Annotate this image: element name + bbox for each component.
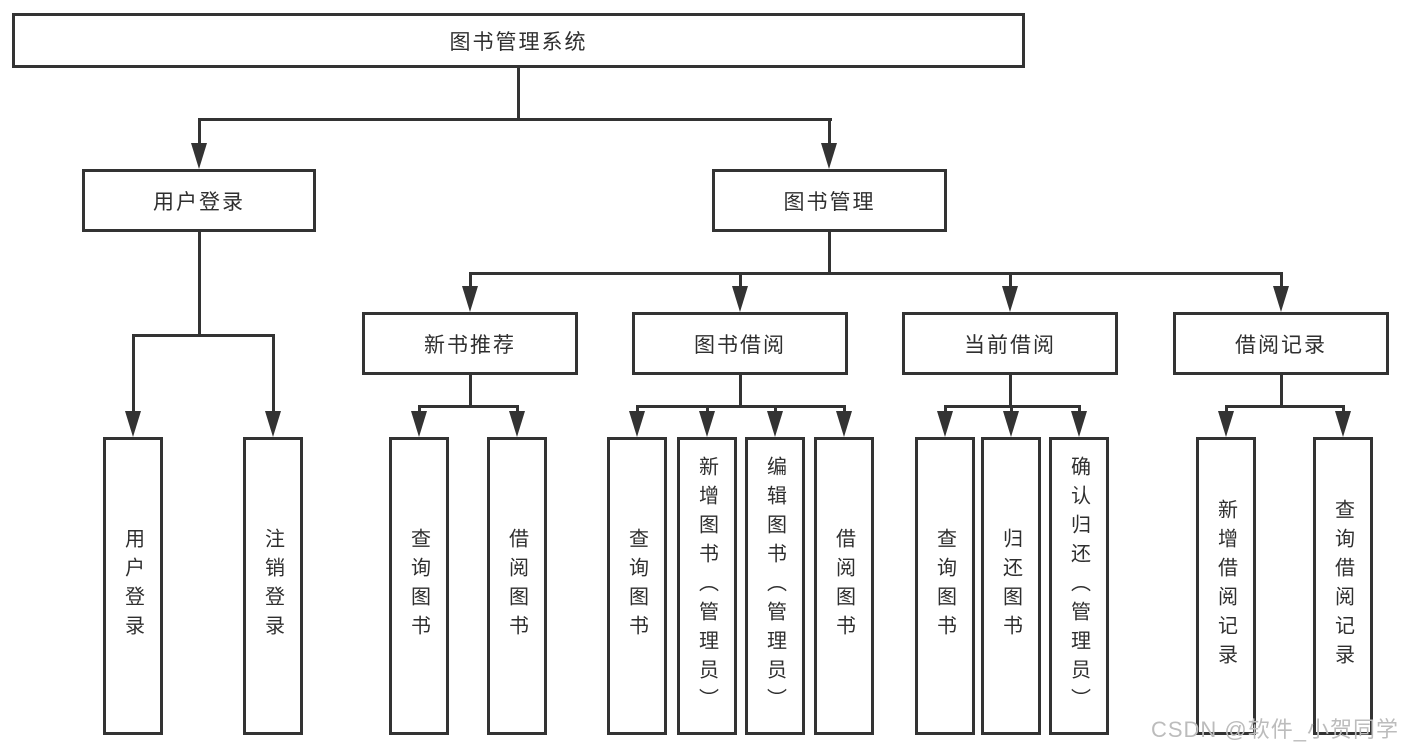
arrowhead-down-icon bbox=[699, 411, 715, 437]
node-borrow-records: 借阅记录 bbox=[1173, 312, 1389, 375]
leaf-return-book-label: 归还图书 bbox=[999, 528, 1022, 644]
node-root: 图书管理系统 bbox=[12, 13, 1025, 68]
leaf-return-book: 归还图书 bbox=[981, 437, 1041, 735]
leaf-query-borrow-record: 查询借阅记录 bbox=[1313, 437, 1373, 735]
connector-level2-rail bbox=[198, 118, 832, 121]
connector-to-new-book bbox=[469, 272, 472, 290]
connector-records-stem bbox=[1280, 375, 1283, 408]
node-borrow-records-label: 借阅记录 bbox=[1235, 333, 1327, 357]
connector-records-rail bbox=[1225, 405, 1345, 408]
connector-book-borrow-stem bbox=[739, 375, 742, 408]
node-new-book-recommend-label: 新书推荐 bbox=[424, 333, 516, 357]
node-book-mgmt-label: 图书管理 bbox=[783, 190, 876, 214]
leaf-confirm-return-admin: 确认归还（管理员） bbox=[1049, 437, 1109, 735]
node-book-mgmt: 图书管理 bbox=[712, 169, 947, 232]
connector-user-login-rail bbox=[132, 334, 275, 337]
node-book-borrow: 图书借阅 bbox=[632, 312, 848, 375]
connector-to-user-login bbox=[198, 118, 201, 148]
leaf-borrow-books-b-label: 借阅图书 bbox=[832, 528, 855, 644]
arrowhead-down-icon bbox=[1071, 411, 1087, 437]
leaf-borrow-books-b: 借阅图书 bbox=[814, 437, 874, 735]
arrowhead-down-icon bbox=[265, 411, 281, 437]
node-current-borrow: 当前借阅 bbox=[902, 312, 1118, 375]
leaf-user-login-label: 用户登录 bbox=[121, 528, 144, 644]
node-user-login: 用户登录 bbox=[82, 169, 316, 232]
leaf-query-books-c: 查询图书 bbox=[915, 437, 975, 735]
arrowhead-down-icon bbox=[1002, 286, 1018, 312]
arrowhead-down-icon bbox=[836, 411, 852, 437]
arrowhead-down-icon bbox=[1273, 286, 1289, 312]
arrowhead-down-icon bbox=[411, 411, 427, 437]
connector-to-book-mgmt bbox=[828, 118, 831, 148]
node-current-borrow-label: 当前借阅 bbox=[964, 333, 1056, 357]
connector-new-book-stem bbox=[469, 375, 472, 408]
leaf-borrow-books-a-label: 借阅图书 bbox=[505, 528, 528, 644]
connector-to-leaf-logout bbox=[272, 334, 275, 414]
leaf-query-books-b: 查询图书 bbox=[607, 437, 667, 735]
leaf-logout: 注销登录 bbox=[243, 437, 303, 735]
arrowhead-down-icon bbox=[629, 411, 645, 437]
arrowhead-down-icon bbox=[125, 411, 141, 437]
node-user-login-label: 用户登录 bbox=[153, 190, 245, 214]
connector-book-borrow-rail bbox=[636, 405, 846, 408]
connector-user-login-stem bbox=[198, 232, 201, 337]
connector-to-leaf-user-login bbox=[132, 334, 135, 414]
leaf-confirm-return-admin-label: 确认归还（管理员） bbox=[1067, 455, 1090, 717]
leaf-edit-book-admin-label: 编辑图书（管理员） bbox=[763, 455, 786, 717]
leaf-add-book-admin-label: 新增图书（管理员） bbox=[695, 455, 718, 717]
leaf-query-books-b-label: 查询图书 bbox=[625, 528, 648, 644]
leaf-query-books-a-label: 查询图书 bbox=[407, 528, 430, 644]
watermark: CSDN @软件_小贺同学 bbox=[1150, 717, 1399, 742]
arrowhead-down-icon bbox=[767, 411, 783, 437]
connector-current-stem bbox=[1009, 375, 1012, 408]
arrowhead-down-icon bbox=[191, 143, 207, 169]
leaf-add-book-admin: 新增图书（管理员） bbox=[677, 437, 737, 735]
connector-to-current bbox=[1009, 272, 1012, 290]
connector-new-book-rail bbox=[418, 405, 519, 408]
arrowhead-down-icon bbox=[1003, 411, 1019, 437]
leaf-logout-label: 注销登录 bbox=[261, 528, 284, 644]
connector-sections-rail bbox=[469, 272, 1283, 275]
leaf-query-books-c-label: 查询图书 bbox=[933, 528, 956, 644]
node-new-book-recommend: 新书推荐 bbox=[362, 312, 578, 375]
arrowhead-down-icon bbox=[732, 286, 748, 312]
connector-to-records bbox=[1280, 272, 1283, 290]
leaf-add-borrow-record-label: 新增借阅记录 bbox=[1214, 499, 1237, 673]
leaf-add-borrow-record: 新增借阅记录 bbox=[1196, 437, 1256, 735]
connector-to-borrow bbox=[739, 272, 742, 290]
arrowhead-down-icon bbox=[821, 143, 837, 169]
arrowhead-down-icon bbox=[1335, 411, 1351, 437]
node-book-borrow-label: 图书借阅 bbox=[694, 333, 786, 357]
leaf-query-borrow-record-label: 查询借阅记录 bbox=[1331, 499, 1354, 673]
connector-root-stem bbox=[517, 68, 520, 121]
leaf-query-books-a: 查询图书 bbox=[389, 437, 449, 735]
leaf-borrow-books-a: 借阅图书 bbox=[487, 437, 547, 735]
leaf-edit-book-admin: 编辑图书（管理员） bbox=[745, 437, 805, 735]
leaf-user-login: 用户登录 bbox=[103, 437, 163, 735]
node-root-label: 图书管理系统 bbox=[449, 30, 588, 54]
arrowhead-down-icon bbox=[509, 411, 525, 437]
arrowhead-down-icon bbox=[1218, 411, 1234, 437]
arrowhead-down-icon bbox=[462, 286, 478, 312]
connector-book-mgmt-stem bbox=[828, 232, 831, 275]
arrowhead-down-icon bbox=[937, 411, 953, 437]
